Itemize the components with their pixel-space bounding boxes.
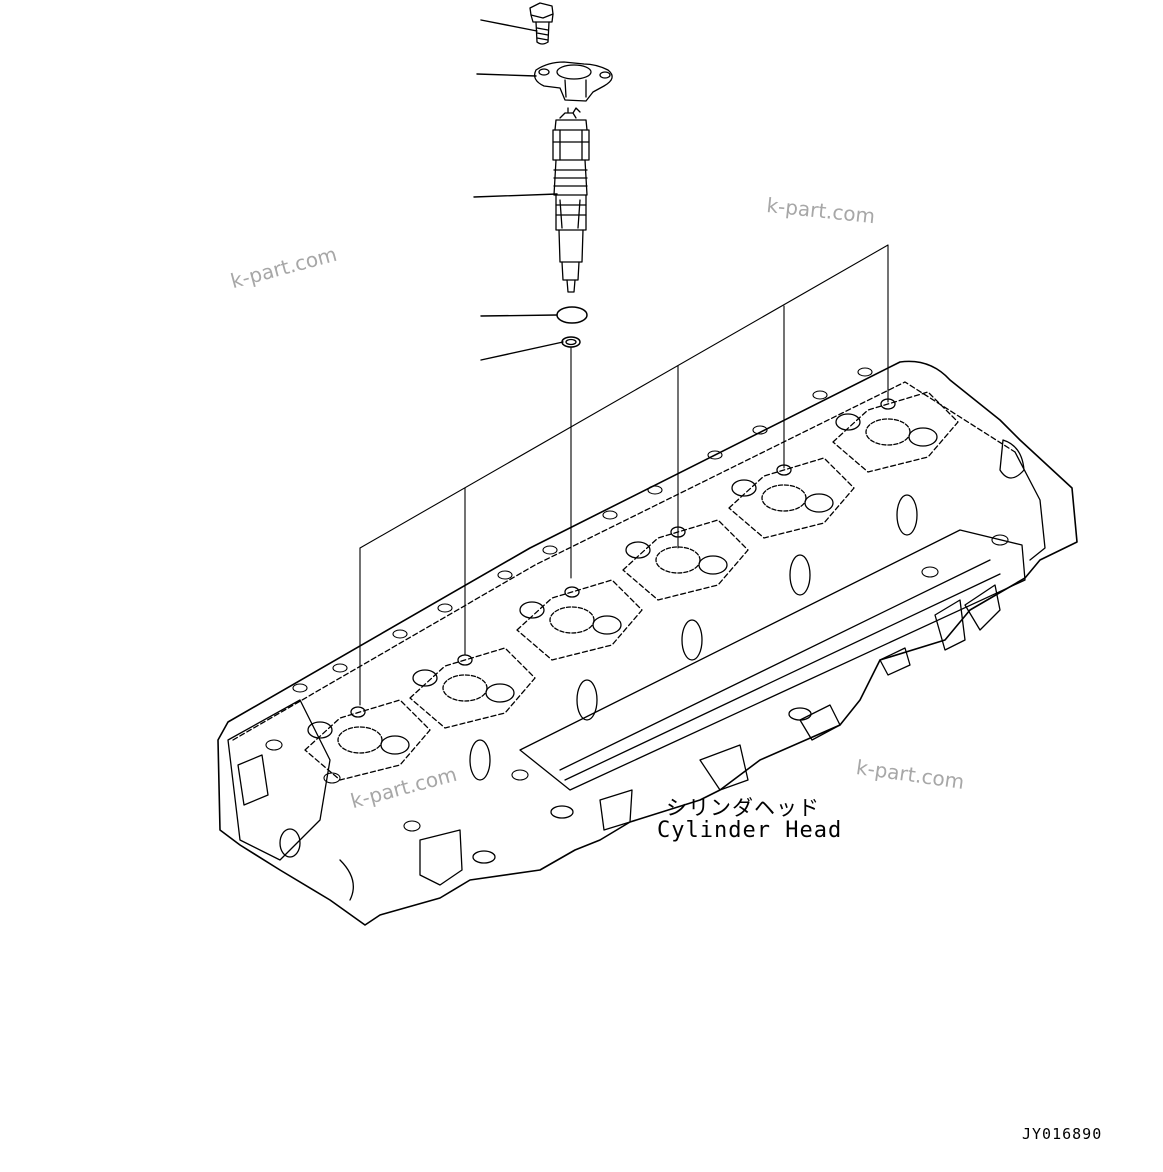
assembly-lines [359, 244, 889, 706]
clamp-part [533, 61, 613, 102]
leader-clamp [476, 73, 537, 77]
leader-injector [473, 193, 558, 198]
leader-o-ring [480, 314, 558, 317]
figure-id: JY016890 [1022, 1125, 1103, 1143]
cylinder-bays [304, 391, 959, 781]
leader-lines [473, 19, 564, 361]
gasket-part [561, 336, 581, 348]
part-label-japanese: シリンダヘッド [666, 796, 820, 820]
cylinder-head-body [217, 360, 1078, 926]
injector-part [552, 107, 590, 293]
leader-gasket [480, 341, 564, 361]
part-label-english: Cylinder Head [657, 818, 843, 843]
leader-bolt [480, 19, 538, 32]
o-ring-part [556, 306, 588, 324]
bolt-part [529, 2, 554, 45]
